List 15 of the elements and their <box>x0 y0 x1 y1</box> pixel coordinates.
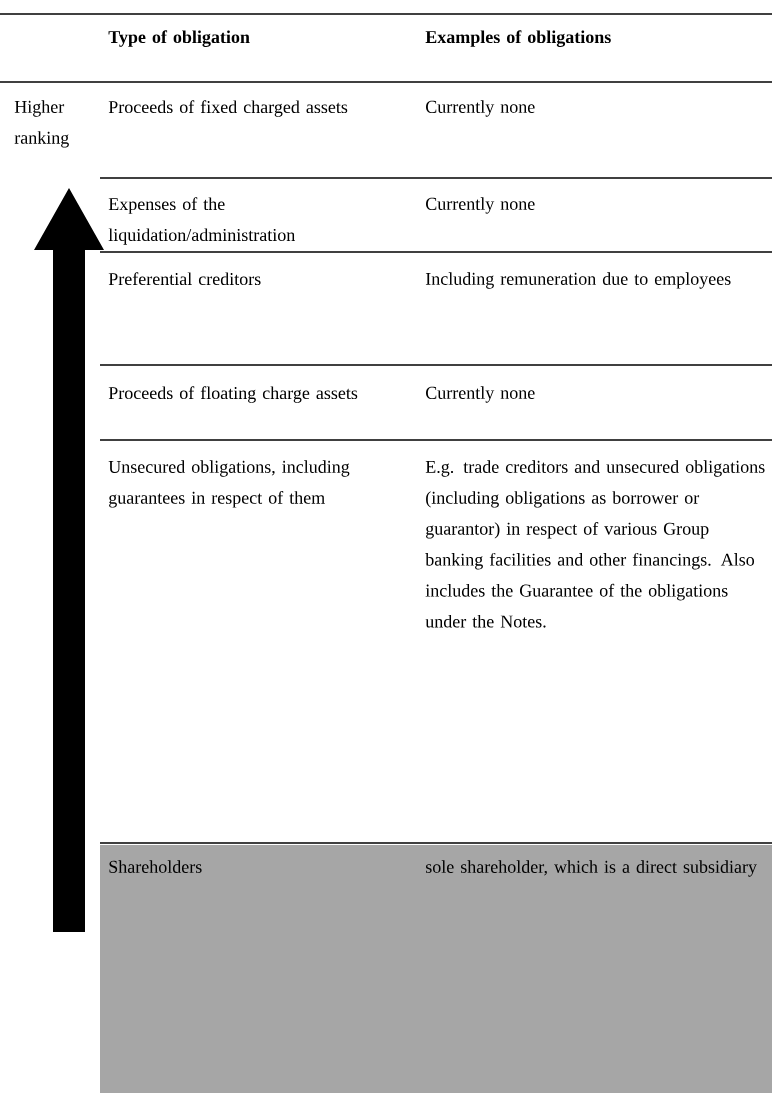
table-cell: E.g. trade creditors and unsecured obligations (including obligations as borrower or guarantor) in respect of various Group banking facilities and other financings. Also includes the Guarantee of the obligations under the Notes. <box>425 460 765 628</box>
table-cell: Preferential creditors <box>108 272 261 286</box>
row-label: Higher ranking <box>14 100 69 148</box>
table-cell: Currently none <box>426 386 535 403</box>
table-cell: Shareholders <box>100 845 425 1093</box>
table-cell: Proceeds of floating charge assets <box>108 386 358 403</box>
column-header: Examples of obligations <box>425 30 611 47</box>
table-cell: Currently none <box>426 100 535 117</box>
table-cell: Including remuneration due to employees <box>425 272 731 289</box>
table-cell: Proceeds of fixed charged assets <box>108 100 348 117</box>
table-cell: Currently none <box>426 197 535 214</box>
column-header: Type of obligation <box>108 30 250 47</box>
table-cell: Unsecured obligations, including guarantees in respect of them <box>108 460 350 508</box>
table-cell: sole shareholder, which is a direct subsidiary <box>425 845 772 1093</box>
table-cell: Expenses of the liquidation/administration <box>108 197 295 245</box>
